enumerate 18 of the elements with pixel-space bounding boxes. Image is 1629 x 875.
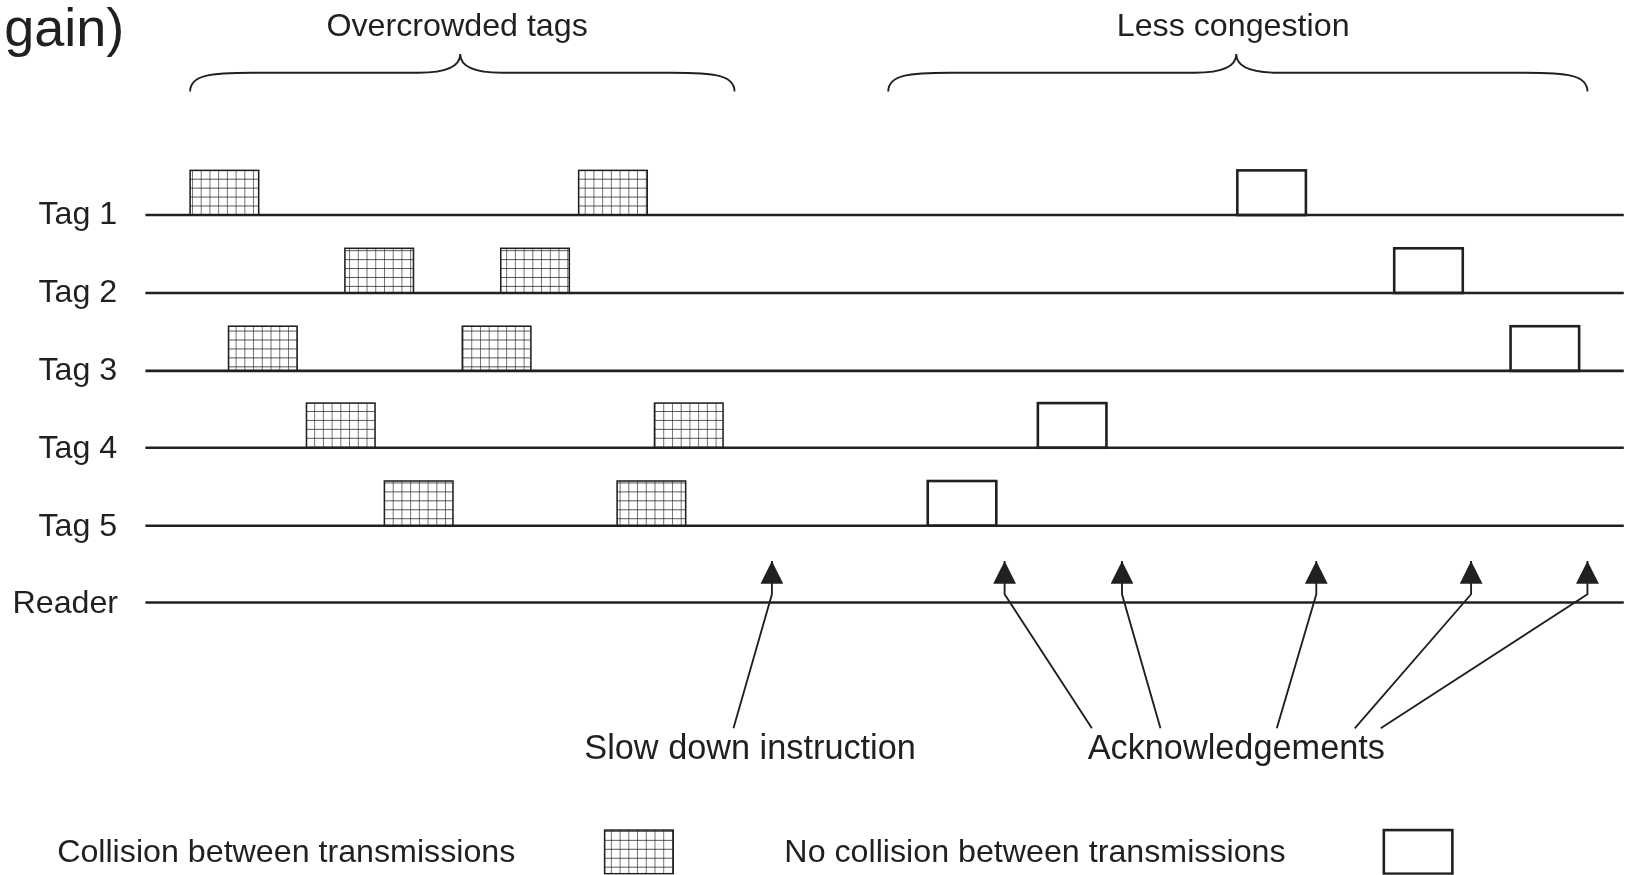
timeline-label: Tag 4 bbox=[38, 431, 118, 464]
leader-line bbox=[732, 560, 784, 730]
timeline-label: Tag 2 bbox=[38, 275, 118, 308]
leader-line bbox=[993, 560, 1093, 730]
callout-text: Slow down instruction bbox=[584, 730, 916, 765]
leader-line bbox=[1275, 560, 1328, 730]
brace-label: Overcrowded tags bbox=[326, 9, 588, 42]
brace-label: Less congestion bbox=[1116, 9, 1350, 42]
callout-text: Acknowledgements bbox=[1087, 730, 1385, 765]
timeline-label: Tag 3 bbox=[38, 353, 118, 386]
timeline-label: Tag 1 bbox=[38, 197, 118, 230]
timeline-label: Tag 5 bbox=[38, 509, 118, 542]
leader-line bbox=[1110, 560, 1162, 730]
leader-line bbox=[1379, 560, 1599, 730]
legend-label: Collision between transmissions bbox=[57, 835, 516, 868]
legend-label: No collision between transmissions bbox=[784, 835, 1286, 868]
leader-line bbox=[1353, 560, 1483, 730]
timeline-label: Reader bbox=[12, 585, 119, 619]
